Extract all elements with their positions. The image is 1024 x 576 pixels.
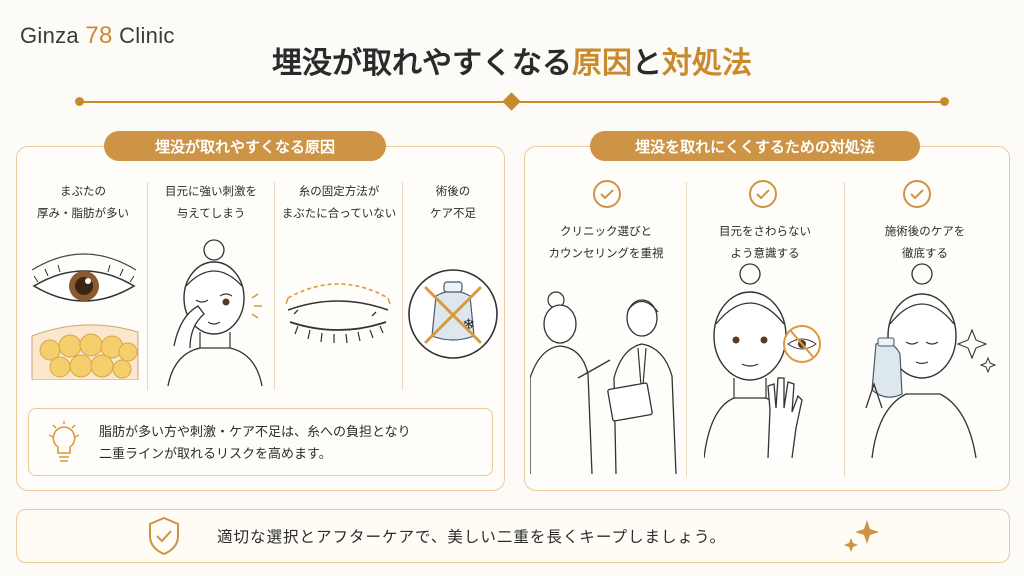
no-touch-illustration [704, 263, 821, 458]
logo-suffix: Clinic [112, 23, 175, 48]
sparkle-icon [844, 520, 879, 552]
title-part3: と [632, 46, 662, 81]
eye-rubbing-illustration [167, 239, 263, 386]
tip-text: 脂肪が多い方や刺激・ケア不足は、糸への負担となり 二重ラインが取れるリスクを高め… [99, 422, 411, 466]
cause-label-line1: 糸の固定方法が [298, 184, 380, 198]
solution-item-aftercare: 施術後のケアを 徹底する [846, 220, 1004, 264]
thick-eyelid-illustration [31, 253, 139, 380]
ice-pack-crossed-illustration: ❄ [408, 269, 498, 359]
clinic-logo: Ginza 78 Clinic [20, 22, 175, 50]
footer-banner: 適切な選択とアフターケアで、美しい二重を長くキープしましょう。 [16, 509, 1010, 563]
solution-label-line2: 徹底する [902, 246, 948, 260]
cause-label-line1: まぶたの [60, 184, 106, 198]
footer-message: 適切な選択とアフターケアで、美しい二重を長くキープしましょう。 [217, 528, 727, 546]
solution-label-line2: カウンセリングを重視 [548, 246, 664, 260]
solution-label-line1: 目元をさわらない [719, 224, 811, 238]
title-part4: 対処法 [662, 46, 752, 81]
lightbulb-icon [48, 421, 80, 462]
page-title: 埋没が取れやすくなる原因と対処法 [0, 38, 1024, 82]
column-divider [402, 182, 403, 390]
counseling-illustration [530, 291, 677, 474]
column-divider [147, 182, 148, 390]
shield-check-icon [149, 516, 179, 556]
cause-label-line2: 厚み・脂肪が多い [37, 206, 129, 220]
causes-tip-box: 脂肪が多い方や刺激・ケア不足は、糸への負担となり 二重ラインが取れるリスクを高め… [28, 408, 493, 476]
cause-item-fat: まぶたの 厚み・脂肪が多い [22, 180, 144, 224]
divider-dot-left [75, 97, 84, 106]
solution-label-line2: よう意識する [730, 246, 800, 260]
check-circle-icon [593, 180, 621, 208]
divider-diamond [502, 92, 521, 111]
solution-item-no-touch: 目元をさわらない よう意識する [688, 220, 842, 264]
cause-label-line1: 目元に強い刺激を [165, 184, 257, 198]
divider-dot-right [940, 97, 949, 106]
cause-item-fixation: 糸の固定方法が まぶたに合っていない [276, 180, 402, 224]
column-divider [844, 182, 845, 477]
cause-item-aftercare: 術後の ケア不足 [404, 180, 502, 224]
cause-item-stimulus: 目元に強い刺激を 与えてしまう [150, 180, 272, 224]
cause-label-line1: 術後の [435, 184, 471, 198]
cause-label-line2: ケア不足 [430, 206, 476, 220]
cooling-care-illustration [865, 263, 997, 458]
tip-line1: 脂肪が多い方や刺激・ケア不足は、糸への負担となり [99, 425, 411, 440]
logo-prefix: Ginza [20, 23, 86, 48]
column-divider [274, 182, 275, 390]
solution-label-line1: 施術後のケアを [884, 224, 966, 238]
solution-item-clinic: クリニック選びと カウンセリングを重視 [528, 220, 684, 264]
check-circle-icon [749, 180, 777, 208]
cause-label-line2: まぶたに合っていない [281, 206, 397, 220]
tip-line2: 二重ラインが取れるリスクを高めます。 [99, 447, 332, 462]
title-part1: 埋没が取れやすくなる [272, 46, 572, 81]
title-divider [75, 92, 949, 111]
logo-number: 78 [85, 22, 113, 49]
solutions-heading: 埋没を取れにくくするための対処法 [590, 131, 920, 161]
check-circle-icon [903, 180, 931, 208]
title-part2: 原因 [572, 46, 632, 81]
suture-fixation-illustration [285, 283, 391, 344]
causes-heading: 埋没が取れやすくなる原因 [104, 131, 386, 161]
column-divider [686, 182, 687, 477]
solution-label-line1: クリニック選びと [560, 224, 652, 238]
cause-label-line2: 与えてしまう [176, 206, 246, 220]
